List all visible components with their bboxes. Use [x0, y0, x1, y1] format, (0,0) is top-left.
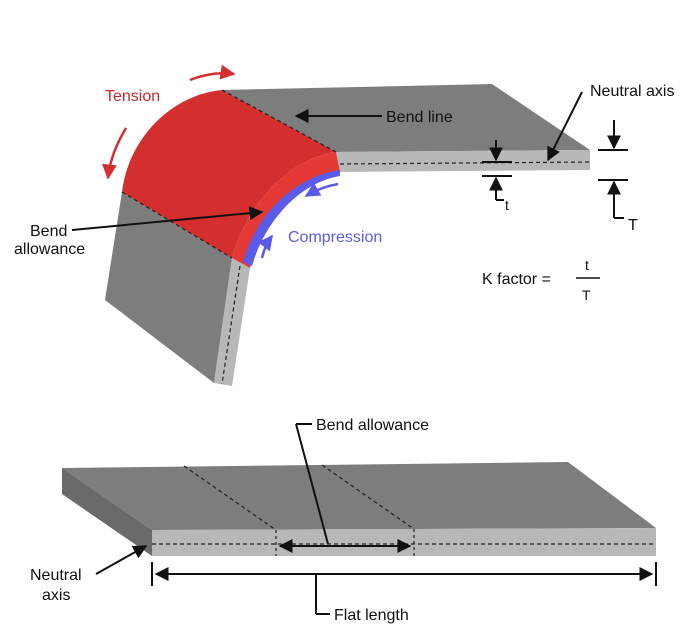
- bend-allowance-label-line1: Bend: [30, 223, 67, 240]
- flat-bend-line-1: [183, 465, 277, 531]
- bend-allowance-bottom-label: Bend allowance: [316, 417, 429, 434]
- tension-arrow-top: [189, 64, 236, 82]
- horizontal-flange-face: [222, 84, 590, 152]
- bend-line-label: Bend line: [386, 109, 453, 126]
- neutral-axis-bottom-line2: axis: [42, 587, 70, 604]
- compression-arrow-top: [304, 182, 339, 198]
- bend-line-bottom: [121, 191, 233, 259]
- compression-arrow-bottom: [257, 234, 274, 259]
- tension-label: Tension: [105, 88, 160, 105]
- neutral-axis-bottom-pointer: [95, 545, 148, 575]
- t-small-label: t: [505, 197, 509, 213]
- flat-length-label: Flat length: [334, 607, 409, 624]
- bend-allowance-pointer: [71, 206, 264, 231]
- t-dimension: t: [482, 140, 512, 213]
- tension-arrow-left: [102, 127, 128, 180]
- flat-top-face: [62, 462, 656, 530]
- k-factor-numerator: t: [585, 257, 589, 273]
- compression-label: Compression: [288, 229, 382, 246]
- bend-allowance-label-line2: allowance: [14, 241, 85, 258]
- neutral-axis-bottom-line1: Neutral: [30, 567, 82, 584]
- bend-allowance-bottom-leader-2: [295, 423, 329, 545]
- compression-strip: [243, 170, 340, 266]
- vertical-leg-face: [105, 192, 232, 383]
- neutral-axis-top-label: Neutral axis: [590, 83, 674, 100]
- horizontal-flange-edge: [336, 150, 590, 172]
- neutral-axis-top-pointer: [547, 91, 583, 162]
- T-dimension: T: [598, 120, 638, 234]
- k-factor-label: K factor =: [482, 271, 551, 288]
- bend-line-top: [221, 89, 337, 153]
- k-factor-formula: K factor = t T: [482, 257, 600, 303]
- neutral-axis-leg: [221, 265, 241, 385]
- k-factor-denominator: T: [582, 287, 591, 303]
- flat-part: [62, 462, 656, 556]
- T-big-label: T: [628, 217, 638, 234]
- bend-region-tension: [122, 90, 336, 258]
- flat-left-face: [62, 468, 152, 556]
- bent-part: [105, 84, 591, 386]
- flat-bend-line-2: [321, 464, 415, 530]
- flat-front-edge: [152, 528, 656, 556]
